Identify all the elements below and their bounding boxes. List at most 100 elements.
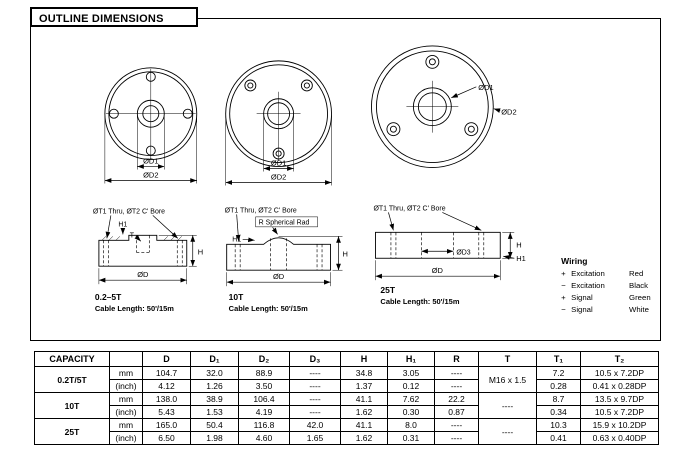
table-cell: 106.4 [238, 392, 290, 406]
table-cell: 0.31 [387, 431, 435, 445]
table-cell-thread: ---- [478, 418, 537, 445]
table-cell: 1.37 [340, 379, 388, 393]
dim-label-d2-medium: ØD2 [271, 173, 286, 182]
table-cell: 3.05 [387, 366, 435, 380]
wiring-name: Excitation [571, 281, 605, 290]
table-cell: 104.7 [142, 366, 191, 380]
wiring-legend: Wiring + Excitation Red − Excitation Bla… [561, 256, 651, 314]
page-title: OUTLINE DIMENSIONS [30, 7, 198, 27]
outline-drawing: ØD1 ØD2 ØD1 ØD2 [93, 45, 651, 314]
table-cell-thread: ---- [478, 392, 537, 419]
table-cell: 0.63 x 0.40DP [580, 431, 659, 445]
unit-cell: (inch) [109, 405, 143, 419]
spherical-rad-label: R Spherical Rad [259, 219, 310, 226]
bore-callout-small: ØT1 Thru, ØT2 C' Bore [93, 208, 165, 215]
table-cell: 8.0 [387, 418, 435, 432]
h-label-large: H [516, 240, 521, 249]
table-cell: 10.3 [536, 418, 581, 432]
table-row: (inch) 5.43 1.53 4.19 ---- 1.62 0.30 0.8… [35, 405, 659, 419]
table-cell: 165.0 [142, 418, 191, 432]
table-cell: 1.26 [190, 379, 239, 393]
table-cell: 10.5 x 7.2DP [580, 405, 659, 419]
table-cell: 50.4 [190, 418, 239, 432]
table-cell: 0.41 x 0.28DP [580, 379, 659, 393]
table-cell: ---- [289, 392, 341, 406]
top-view-large: ØD1 ØD2 [371, 45, 517, 168]
side-view-small: ØT1 Thru, ØT2 C' Bore H1 T H ØD 0.2–5T C… [93, 208, 203, 313]
table-cell: 0.28 [536, 379, 581, 393]
col-header-d3: D₃ [289, 351, 341, 367]
table-cell: ---- [434, 379, 479, 393]
dim-label-d2-large: ØD2 [501, 108, 516, 117]
table-row: (inch) 4.12 1.26 3.50 ---- 1.37 0.12 ---… [35, 379, 659, 393]
table-cell: 4.12 [142, 379, 191, 393]
unit-cell: (inch) [109, 379, 143, 393]
table-cell: 1.53 [190, 405, 239, 419]
table-cell: ---- [434, 418, 479, 432]
wiring-color: Black [629, 281, 648, 290]
table-cell: 42.0 [289, 418, 341, 432]
dim-label-d1-medium: ØD1 [271, 159, 286, 168]
col-header-h1: H₁ [387, 351, 435, 367]
table-cell: 22.2 [434, 392, 479, 406]
table-cell: 1.62 [340, 431, 388, 445]
col-header-unit [109, 351, 143, 367]
dim-label-d2-small: ØD2 [143, 171, 158, 180]
table-cell: ---- [289, 405, 341, 419]
capacity-cell: 10T [34, 392, 110, 419]
table-cell: 3.50 [238, 379, 290, 393]
table-cell: 0.12 [387, 379, 435, 393]
unit-cell: mm [109, 366, 143, 380]
d-label-large: ØD [432, 266, 444, 275]
top-view-small: ØD1 ØD2 [104, 67, 198, 184]
wiring-sign: − [561, 305, 566, 314]
unit-cell: (inch) [109, 431, 143, 445]
table-row: 10T mm 138.0 38.9 106.4 ---- 41.1 7.62 2… [34, 392, 659, 419]
table-cell: 7.2 [536, 366, 581, 380]
col-header-t1: T₁ [536, 351, 581, 367]
capacity-cell: 25T [34, 418, 110, 445]
capacity-cell: 0.2T/5T [34, 366, 110, 393]
table-cell: ---- [289, 366, 341, 380]
d-label-medium: ØD [273, 272, 285, 281]
d3-label-large: ØD3 [456, 249, 470, 256]
d-label-small: ØD [137, 270, 149, 279]
h1-label-large: H1 [516, 254, 526, 263]
table-row: 25T mm 165.0 50.4 116.8 42.0 41.1 8.0 --… [34, 418, 659, 445]
cable-label-medium: Cable Length: 50'/15m [229, 304, 308, 313]
col-header-r: R [434, 351, 479, 367]
table-cell: 13.5 x 9.7DP [580, 392, 659, 406]
h-label-small: H [198, 247, 203, 256]
table-cell: 8.7 [536, 392, 581, 406]
table-cell: 15.9 x 10.2DP [580, 418, 659, 432]
unit-cell: mm [109, 392, 143, 406]
wiring-name: Excitation [571, 269, 605, 278]
wiring-sign: + [561, 293, 566, 302]
wiring-sign: − [561, 281, 566, 290]
table-cell: 4.60 [238, 431, 290, 445]
table-cell: 5.43 [142, 405, 191, 419]
h1-label-small: H1 [118, 221, 127, 228]
bore-callout-medium: ØT1 Thru, ØT2 C' Bore [225, 207, 297, 214]
table-cell: 1.65 [289, 431, 341, 445]
table-cell: 88.9 [238, 366, 290, 380]
table-cell: 32.0 [190, 366, 239, 380]
table-row: 0.2T/5T mm 104.7 32.0 88.9 ---- 34.8 3.0… [34, 366, 659, 393]
table-cell: 7.62 [387, 392, 435, 406]
capacity-label-large: 25T [380, 285, 395, 295]
dim-label-d1-large: ØD1 [478, 83, 493, 92]
table-cell: 38.9 [190, 392, 239, 406]
capacity-label-small: 0.2–5T [95, 292, 122, 302]
dimensions-table: CAPACITY D D₁ D₂ D₃ H H₁ R T T₁ T₂ 0.2T/… [34, 351, 659, 445]
wiring-sign: + [561, 269, 566, 278]
wiring-name: Signal [571, 293, 593, 302]
wiring-color: Green [629, 293, 651, 302]
col-header-d2: D₂ [238, 351, 290, 367]
table-cell: ---- [434, 366, 479, 380]
col-header-h: H [340, 351, 388, 367]
table-cell: 138.0 [142, 392, 191, 406]
table-cell: 34.8 [340, 366, 388, 380]
wiring-title: Wiring [561, 256, 587, 266]
wiring-name: Signal [571, 305, 593, 314]
capacity-label-medium: 10T [229, 292, 244, 302]
